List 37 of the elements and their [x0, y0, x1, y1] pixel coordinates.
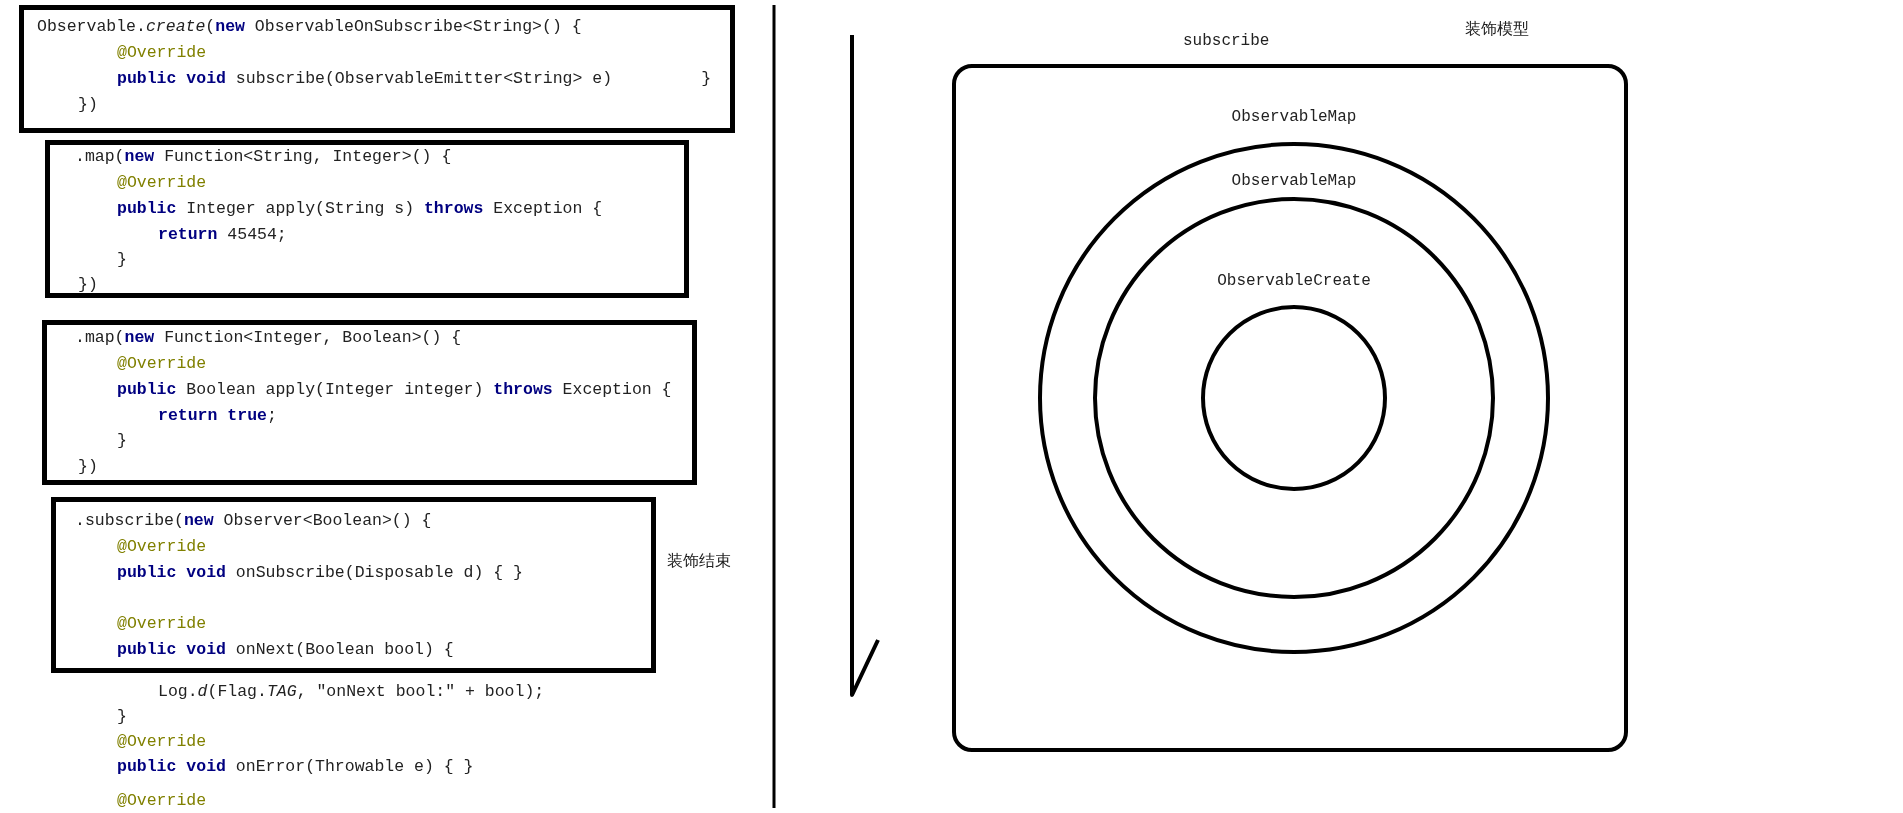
code-box [19, 5, 735, 133]
code-line: } [117, 430, 127, 452]
code-line: }) [78, 274, 98, 296]
code-line: @Override [117, 613, 207, 635]
code-line: } [117, 706, 127, 728]
code-line: @Override [117, 353, 207, 375]
code-line: return true; [158, 405, 277, 427]
code-box [45, 140, 689, 298]
note-text: 装饰模型 [1465, 18, 1529, 40]
note-text: 装饰结束 [667, 550, 731, 572]
code-line: Observable.create(new ObservableOnSubscribe<String>() { [37, 16, 582, 38]
code-line: .map(new Function<Integer, Boolean>() { [75, 327, 462, 349]
code-line: public void subscribe(ObservableEmitter<String> e) } [117, 68, 712, 90]
code-line: public void onError(Throwable e) { } [117, 756, 474, 778]
code-line: .map(new Function<String, Integer>() { [75, 146, 452, 168]
code-line: }) [78, 456, 98, 478]
code-box [51, 497, 656, 673]
code-line: Log.d(Flag.TAG, "onNext bool:" + bool); [158, 681, 545, 703]
code-line: } [117, 249, 127, 271]
code-line: @Override [117, 42, 207, 64]
code-line: return 45454; [158, 224, 287, 246]
code-line: .subscribe(new Observer<Boolean>() { [75, 510, 432, 532]
code-line: public void onSubscribe(Disposable d) { } [117, 562, 523, 584]
code-line: @Override [117, 731, 207, 753]
code-line: @Override [117, 790, 207, 812]
code-line: @Override [117, 172, 207, 194]
code-line: public Integer apply(String s) throws Exception { [117, 198, 603, 220]
ring-label: ObservableMap [1231, 107, 1357, 128]
code-line: @Override [117, 536, 207, 558]
ring-label: ObservableMap [1231, 171, 1357, 192]
code-line: }) [78, 94, 98, 116]
code-line: public Boolean apply(Integer integer) throws Exception { [117, 379, 672, 401]
ring-node [1201, 270, 1387, 491]
code-line: public void onNext(Boolean bool) { [117, 639, 454, 661]
code-box [42, 320, 697, 485]
ring-label: ObservableCreate [1217, 271, 1371, 292]
frame-title: subscribe [1183, 31, 1270, 52]
